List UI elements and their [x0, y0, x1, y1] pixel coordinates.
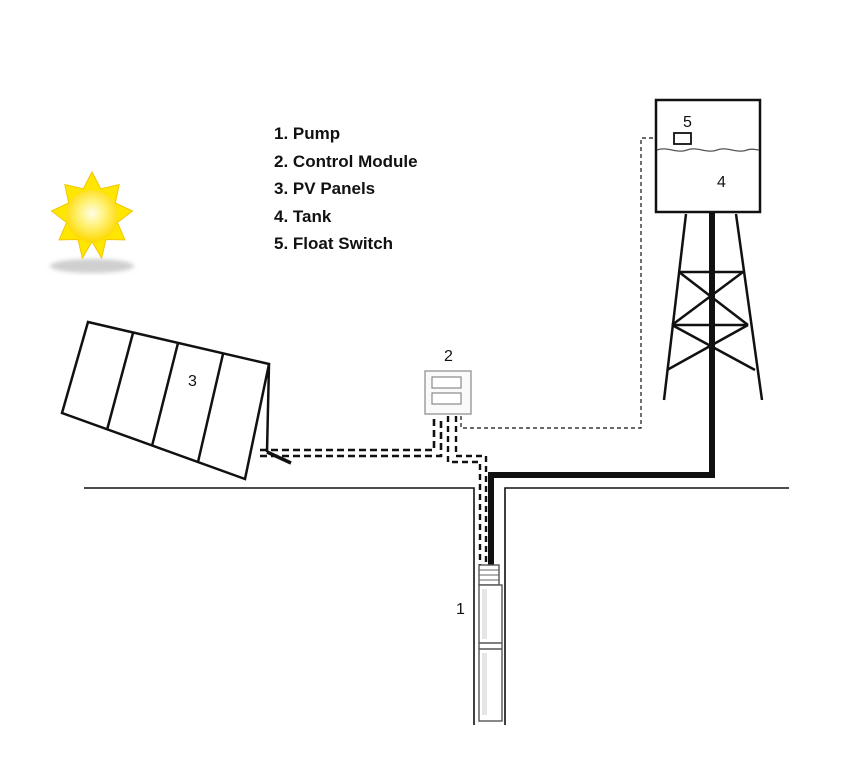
- legend-number: 1.: [274, 124, 289, 143]
- tank-body: [654, 98, 762, 214]
- float-switch-icon: [673, 132, 692, 145]
- pv-panel-foot: [266, 450, 292, 465]
- tank-label: 4: [717, 174, 726, 191]
- submersible-pump-icon: [478, 564, 503, 722]
- sun-icon: [50, 170, 134, 273]
- pv-cable: [260, 418, 436, 452]
- sun-core: [66, 190, 118, 242]
- pv-cables: [260, 418, 443, 458]
- control-box-display: [431, 376, 462, 389]
- pump-cables: [446, 416, 488, 565]
- legend-number: 2.: [274, 151, 289, 171]
- legend-item-tank: 4. Tank: [274, 203, 418, 231]
- pump-cable: [446, 416, 482, 565]
- ground-left-line: [84, 487, 475, 725]
- float-switch-signal-line: [460, 137, 672, 429]
- legend-label: PV Panels: [292, 179, 376, 198]
- control-box-icon: [424, 370, 472, 415]
- legend-number: 5.: [274, 234, 289, 253]
- pv-panel-divider: [196, 353, 225, 463]
- pump-cable: [454, 416, 488, 565]
- ground-right-line: [504, 487, 789, 725]
- float-switch-label: 5: [683, 114, 692, 131]
- ground: [84, 487, 789, 725]
- legend: 1. Pump 2. Control Module 3. PV Panels 4…: [274, 120, 418, 258]
- legend-item-pv-panels: 3. PV Panels: [274, 175, 418, 203]
- water-tower-icon: [654, 98, 764, 401]
- pv-panel-divider: [150, 342, 180, 447]
- legend-number: 3.: [274, 179, 289, 198]
- legend-number: 4.: [274, 206, 289, 226]
- pump-label: 1: [456, 601, 465, 618]
- pv-panels-label: 3: [188, 373, 197, 390]
- legend-label: Float Switch: [292, 234, 394, 253]
- pv-panel-leg: [265, 363, 271, 453]
- control-module-label: 2: [444, 348, 453, 365]
- tower-frame: [662, 213, 764, 401]
- sun-shadow: [50, 259, 134, 273]
- legend-item-float-switch: 5. Float Switch: [274, 230, 418, 258]
- legend-item-control-module: 2. Control Module: [274, 148, 418, 176]
- legend-label: Control Module: [292, 151, 418, 171]
- control-box-display: [431, 392, 462, 405]
- pv-panel-divider: [105, 332, 135, 431]
- legend-label: Pump: [292, 124, 341, 143]
- pv-cable: [260, 418, 443, 458]
- legend-label: Tank: [292, 206, 332, 226]
- solar-panel-icon: [60, 320, 292, 481]
- water-pipe: [488, 212, 715, 565]
- pv-panel-frame: [60, 320, 271, 481]
- legend-item-pump: 1. Pump: [274, 120, 418, 148]
- tank-water-line: [656, 148, 760, 152]
